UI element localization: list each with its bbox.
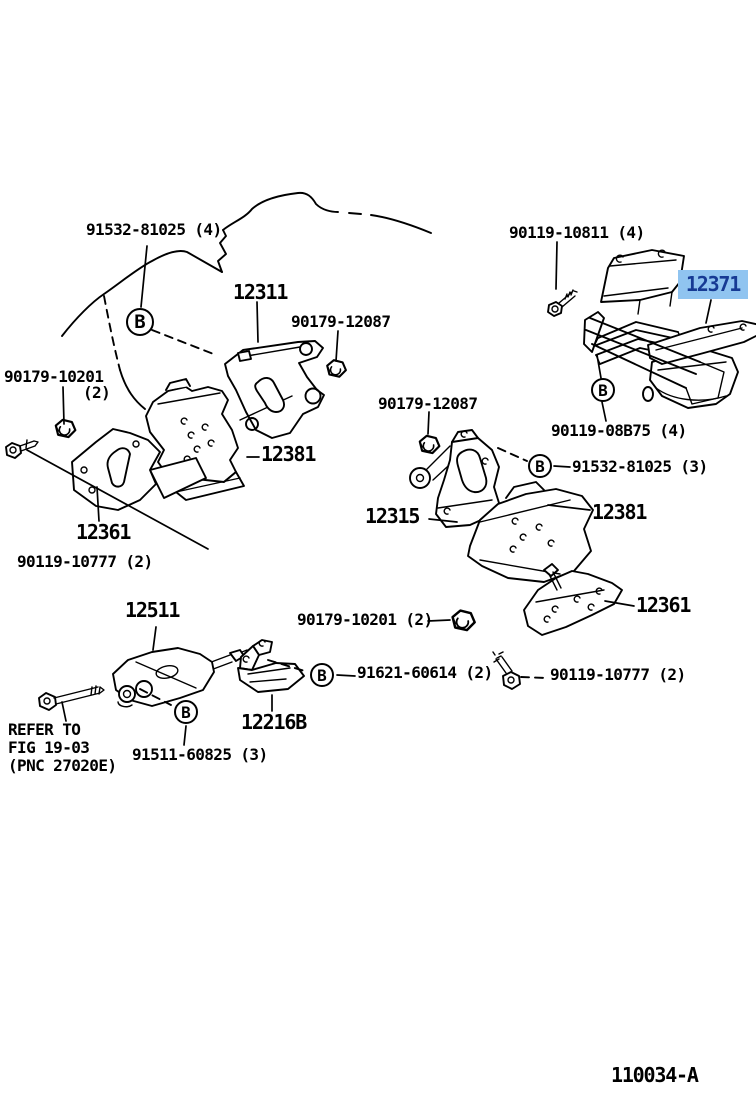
fastener-90119-10777x2-left: 90119-10777 (2) [17,552,153,571]
fastener-91532-81025x3: 91532-81025 (3) [572,457,708,476]
part-12311: 12311 [233,280,288,304]
figure-code: 110034-A [611,1063,699,1087]
part-12371-highlighted-label[interactable]: 12371 [678,270,748,299]
bolt-90119-10811-drawing [547,289,578,317]
fastener-90179-12087-upper: 90179-12087 [291,312,391,331]
part-12361-left-drawing [71,428,207,511]
nut-90179-10201-mid-drawing [451,609,476,632]
leader-lines [26,241,712,746]
bolt-refer-fig-drawing [38,685,105,711]
engine-outline [61,191,432,410]
fastener-90179-12087-mid: 90179-12087 [378,394,478,413]
part-12216B: 12216B [241,710,307,734]
fastener-90179-10201-left: 90179-10201 [4,367,104,386]
fastener-90119-08B75x4: 90119-08B75 (4) [551,421,687,440]
part-12511-drawing [112,647,250,708]
part-12315: 12315 [365,504,420,528]
bolt-90119-10777-right-drawing [492,651,521,690]
callout-B-marker: B [310,663,334,687]
nut-90179-10201-left-drawing [54,418,77,439]
fastener-91511-60825x3: 91511-60825 (3) [132,745,268,764]
part-12315-drawing [409,429,500,528]
part-12381-left: 12381 [261,442,316,466]
bolt-90119-10777-left-drawing [5,439,39,459]
note-refer-to-fig: REFER TO FIG 19-03 (PNC 27020E) [8,720,117,775]
fastener-90119-10777x2-right: 90119-10777 (2) [550,665,686,684]
fastener-91532-81025x4: 91532-81025 (4) [86,220,222,239]
fastener-91621-60614x2: 91621-60614 (2) [357,663,493,682]
part-12361-right: 12361 [636,593,691,617]
callout-B-marker: B [126,308,154,336]
callout-B-marker: B [528,454,552,478]
part-12216B-drawing [237,639,305,693]
part-12361-right-drawing [523,563,623,636]
part-12511: 12511 [125,598,180,622]
fastener-90179-10201x2-mid: 90179-10201 (2) [297,610,433,629]
fastener-90179-10201-left-qty: (2) [83,383,111,402]
callout-B-marker: B [591,378,615,402]
callout-B-marker: B [174,700,198,724]
part-12361-left: 12361 [76,520,131,544]
part-12381-right: 12381 [592,500,647,524]
part-12371-assembly-drawing [583,249,756,409]
part-12381-right-drawing [467,481,594,583]
part-12311-drawing [224,340,325,439]
nut-90179-12087-upper-drawing [326,359,347,378]
nut-90179-12087-mid-drawing [418,434,441,455]
fastener-90119-10811x4: 90119-10811 (4) [509,223,645,242]
